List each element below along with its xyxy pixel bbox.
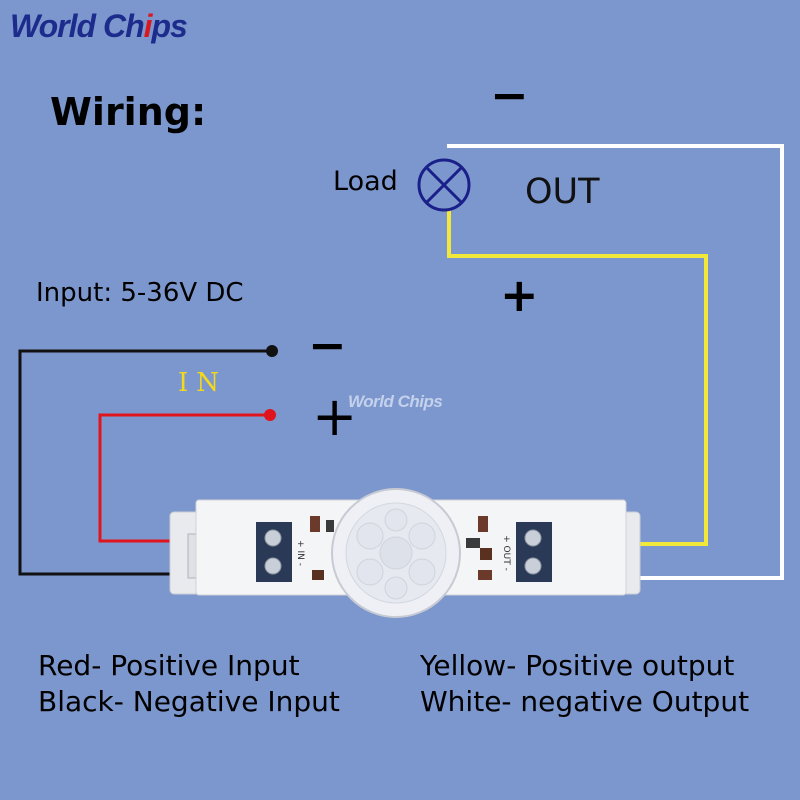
legend-output: Yellow- Positive output White- negative … bbox=[420, 648, 749, 721]
sensor-module: + IN - + OUT - bbox=[169, 488, 641, 618]
lamp-icon bbox=[417, 158, 471, 212]
in-plus-sign: + bbox=[312, 385, 358, 448]
out-label: OUT bbox=[525, 172, 600, 212]
legend-red-line: Red- Positive Input bbox=[38, 649, 300, 682]
black-wire bbox=[18, 349, 275, 576]
legend-yellow-line: Yellow- Positive output bbox=[420, 649, 735, 682]
module-out-text: + OUT - bbox=[501, 535, 511, 571]
out-plus-sign: + bbox=[500, 268, 539, 322]
red-wire bbox=[98, 413, 272, 543]
in-minus-sign: − bbox=[308, 318, 347, 372]
red-terminal-dot bbox=[264, 409, 276, 421]
input-voltage-label: Input: 5-36V DC bbox=[36, 278, 244, 308]
in-label: IN bbox=[178, 368, 228, 398]
load-label: Load bbox=[333, 166, 398, 197]
white-wire bbox=[447, 144, 784, 580]
legend-input: Red- Positive Input Black- Negative Inpu… bbox=[38, 648, 340, 721]
module-in-text: + IN - bbox=[295, 540, 305, 566]
black-terminal-dot bbox=[266, 345, 278, 357]
page-title: Wiring: bbox=[50, 90, 207, 134]
legend-white-line: White- negative Output bbox=[420, 685, 750, 719]
out-minus-sign: − bbox=[490, 68, 529, 122]
watermark: World Chips bbox=[348, 392, 443, 411]
brand-logo: World Chips bbox=[10, 8, 188, 44]
yellow-wire bbox=[447, 210, 708, 546]
legend-black-line: Black- Negative Input bbox=[38, 685, 340, 719]
